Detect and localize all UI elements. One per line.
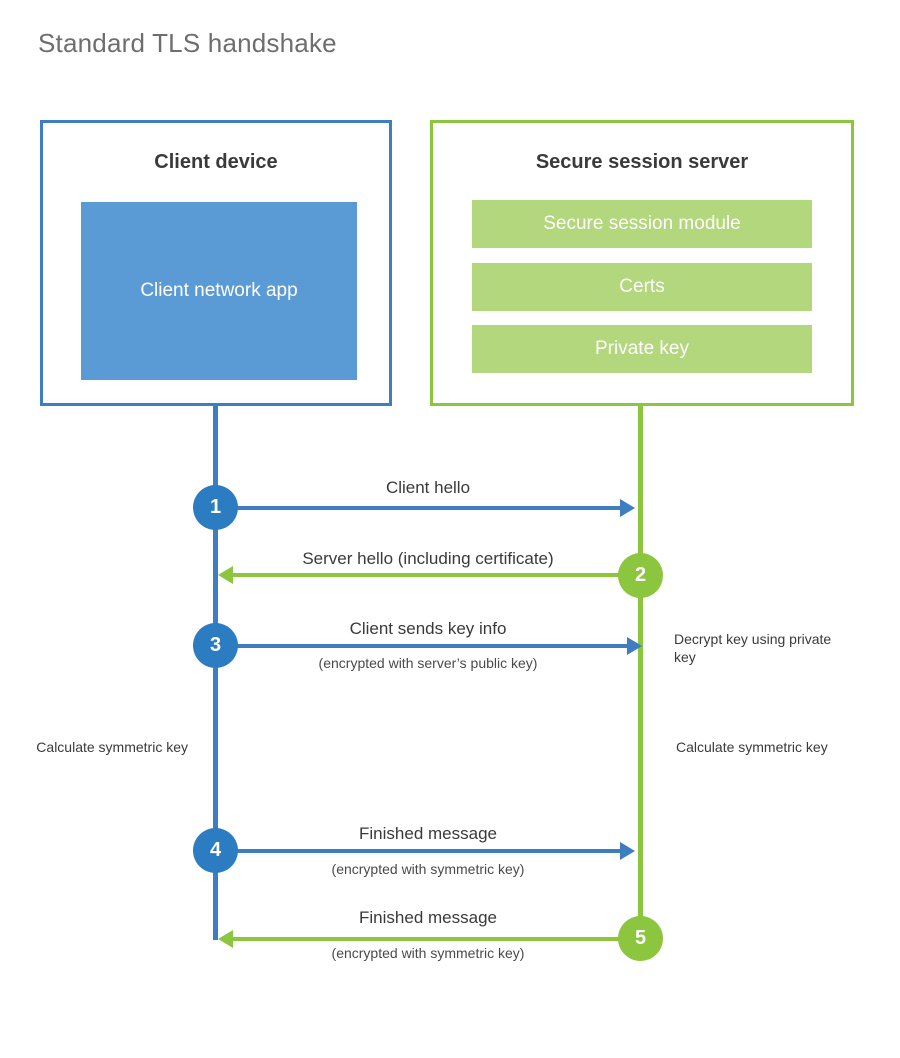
client-lifeline xyxy=(213,406,218,940)
client-network-app-label: Client network app xyxy=(140,280,298,302)
step-1-label: Client hello xyxy=(385,478,471,497)
client-network-app-block: Client network app xyxy=(81,202,357,380)
server-lifeline xyxy=(638,406,643,918)
step-5-arrow-head-left-icon xyxy=(218,930,233,948)
step-1-arrow-line xyxy=(216,506,620,510)
step-2-arrow-head-left-icon xyxy=(218,566,233,584)
server-component-private-key: Private key xyxy=(472,325,812,373)
server-component-label: Certs xyxy=(619,276,665,297)
secure-session-server-box: Secure session server Secure session mod… xyxy=(430,120,854,406)
annotation-server-calculate-symmetric-key: Calculate symmetric key xyxy=(676,739,828,755)
secure-session-server-title: Secure session server xyxy=(535,151,749,173)
step-4-arrow-line xyxy=(216,849,620,853)
step-4-arrow-head-right-icon xyxy=(620,842,635,860)
server-component-certs: Certs xyxy=(472,263,812,311)
step-2-label: Server hello (including certificate) xyxy=(302,549,554,568)
step-5-label: Finished message xyxy=(359,908,497,927)
step-3-arrow-head-right-icon xyxy=(627,637,642,655)
page-title: Standard TLS handshake xyxy=(38,28,337,58)
client-device-title: Client device xyxy=(154,151,278,173)
server-component-label: Private key xyxy=(595,338,689,359)
step-5-arrow-line xyxy=(233,937,623,941)
step-3-sublabel: (encrypted with server’s public key) xyxy=(318,655,538,671)
annotation-client-calculate-symmetric-key: Calculate symmetric key xyxy=(36,739,188,755)
step-marker-5: 5 xyxy=(618,916,663,961)
server-component-label: Secure session module xyxy=(543,213,741,234)
step-marker-2: 2 xyxy=(618,553,663,598)
step-4-sublabel: (encrypted with symmetric key) xyxy=(331,861,525,877)
server-component-secure-session-module: Secure session module xyxy=(472,200,812,248)
annotation-decrypt-key: Decrypt key using private key xyxy=(674,631,832,666)
step-1-arrow-head-right-icon xyxy=(620,499,635,517)
step-marker-1: 1 xyxy=(193,485,238,530)
client-device-box: Client device Client network app xyxy=(40,120,392,406)
step-marker-4: 4 xyxy=(193,828,238,873)
step-4-label: Finished message xyxy=(359,824,497,843)
step-marker-3: 3 xyxy=(193,623,238,668)
step-3-label: Client sends key info xyxy=(349,619,507,638)
step-3-arrow-line xyxy=(216,644,627,648)
step-5-sublabel: (encrypted with symmetric key) xyxy=(331,945,525,961)
step-2-arrow-line xyxy=(233,573,623,577)
